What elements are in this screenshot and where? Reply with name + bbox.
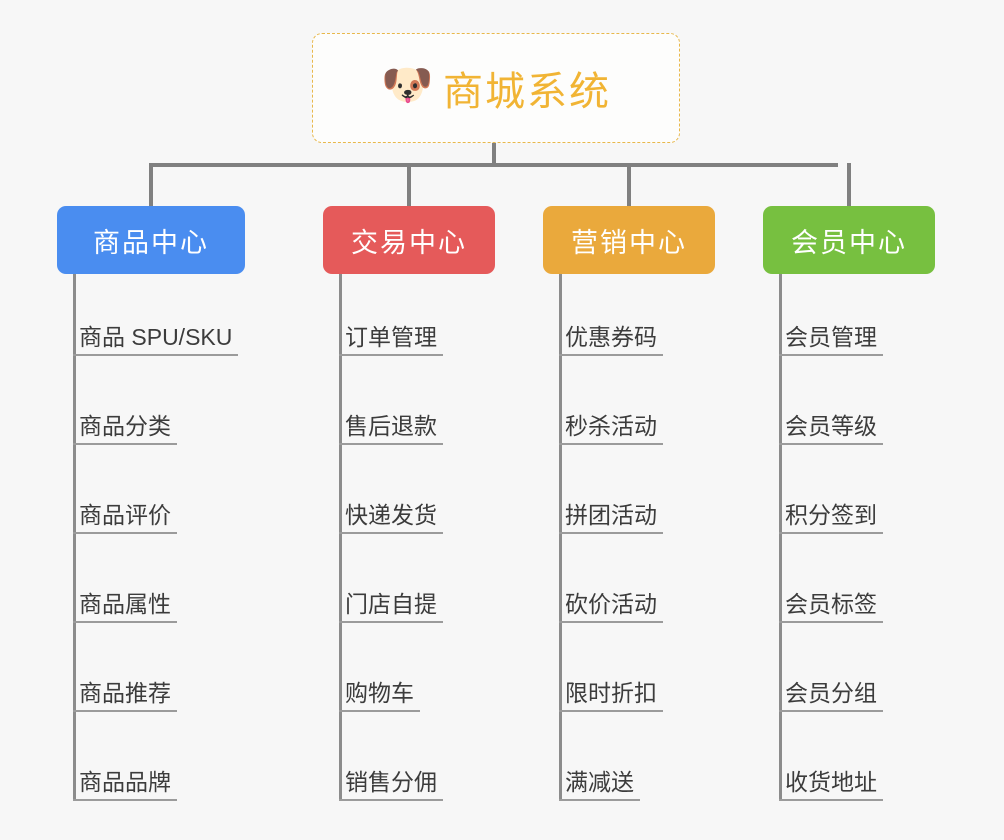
leaf-item-4-4[interactable]: 会员标签 [779,579,883,623]
branch-bus [150,163,838,167]
leaf-item-2-5[interactable]: 购物车 [339,668,420,712]
leaf-item-2-2[interactable]: 售后退款 [339,401,443,445]
branch-header-label: 商品中心 [93,227,209,258]
leaf-item-3-6[interactable]: 满减送 [559,757,640,801]
branch-header-3[interactable]: 营销中心 [543,206,715,274]
leaf-item-label: 商品品牌 [79,769,171,795]
leaf-item-label: 会员管理 [785,324,877,350]
root-title: 商城系统 [443,70,611,114]
root-stem [492,143,496,167]
leaf-item-label: 拼团活动 [565,502,657,528]
leaf-item-label: 限时折扣 [565,680,657,706]
leaf-item-label: 商品推荐 [79,680,171,706]
branch-header-1[interactable]: 商品中心 [57,206,245,274]
leaf-item-label: 商品分类 [79,413,171,439]
leaf-item-label: 商品属性 [79,591,171,617]
leaf-item-label: 满减送 [565,769,634,795]
branch-header-2[interactable]: 交易中心 [323,206,495,274]
leaf-item-3-4[interactable]: 砍价活动 [559,579,663,623]
leaf-item-label: 销售分佣 [345,769,437,795]
leaf-item-4-2[interactable]: 会员等级 [779,401,883,445]
leaf-item-label: 积分签到 [785,502,877,528]
leaf-item-2-4[interactable]: 门店自提 [339,579,443,623]
branch-drop-3 [627,163,631,206]
leaf-item-label: 秒杀活动 [565,413,657,439]
branch-spine-4 [779,274,782,801]
leaf-item-2-6[interactable]: 销售分佣 [339,757,443,801]
leaf-item-1-2[interactable]: 商品分类 [73,401,177,445]
branch-spine-1 [73,274,76,801]
leaf-item-label: 购物车 [345,680,414,706]
leaf-item-label: 优惠券码 [565,324,657,350]
leaf-item-label: 订单管理 [345,324,437,350]
leaf-item-1-1[interactable]: 商品 SPU/SKU [73,312,239,356]
leaf-item-label: 收货地址 [785,769,877,795]
leaf-item-3-1[interactable]: 优惠券码 [559,312,663,356]
leaf-item-4-1[interactable]: 会员管理 [779,312,883,356]
leaf-item-4-3[interactable]: 积分签到 [779,490,883,534]
leaf-item-label: 快递发货 [345,502,437,528]
branch-spine-2 [339,274,342,801]
leaf-item-1-5[interactable]: 商品推荐 [73,668,177,712]
branch-header-label: 交易中心 [351,227,467,258]
leaf-item-label: 门店自提 [345,591,437,617]
leaf-item-3-2[interactable]: 秒杀活动 [559,401,663,445]
leaf-item-2-3[interactable]: 快递发货 [339,490,443,534]
branch-header-label: 会员中心 [791,227,907,258]
leaf-item-1-3[interactable]: 商品评价 [73,490,177,534]
branch-drop-4 [847,163,851,206]
branch-drop-1 [149,163,153,206]
leaf-item-3-3[interactable]: 拼团活动 [559,490,663,534]
leaf-item-3-5[interactable]: 限时折扣 [559,668,663,712]
leaf-item-4-6[interactable]: 收货地址 [779,757,883,801]
root-node[interactable]: 🐶 商城系统 [312,33,680,143]
leaf-item-label: 商品评价 [79,502,171,528]
leaf-item-label: 会员标签 [785,591,877,617]
branch-spine-3 [559,274,562,801]
leaf-item-4-5[interactable]: 会员分组 [779,668,883,712]
branch-drop-2 [407,163,411,206]
shiba-dog-face-icon: 🐶 [381,61,434,108]
leaf-item-1-6[interactable]: 商品品牌 [73,757,177,801]
branch-header-label: 营销中心 [571,227,687,258]
leaf-item-label: 会员等级 [785,413,877,439]
leaf-item-label: 售后退款 [345,413,437,439]
leaf-item-2-1[interactable]: 订单管理 [339,312,443,356]
leaf-item-label: 砍价活动 [565,591,657,617]
leaf-item-1-4[interactable]: 商品属性 [73,579,177,623]
leaf-item-label: 商品 SPU/SKU [79,324,233,350]
branch-header-4[interactable]: 会员中心 [763,206,935,274]
leaf-item-label: 会员分组 [785,680,877,706]
